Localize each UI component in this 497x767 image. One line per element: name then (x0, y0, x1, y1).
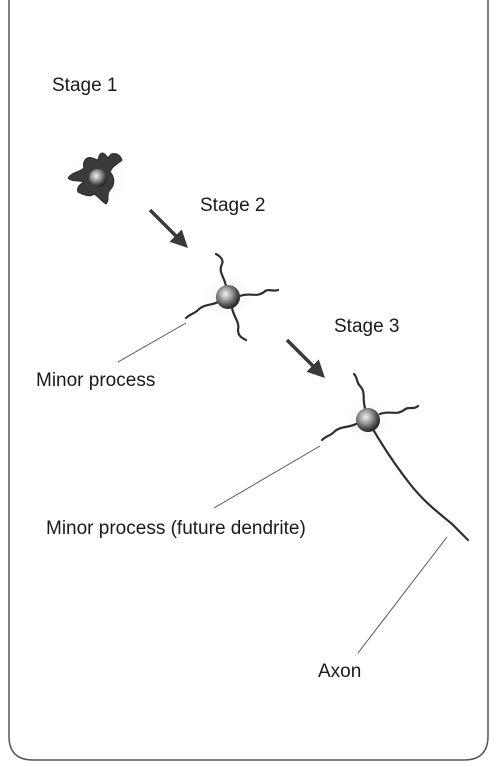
arrow-stage2-to-stage3 (285, 338, 325, 378)
future-dendrite-label: Minor process (future dendrite) (46, 518, 306, 539)
stage2-neurite-top (214, 252, 228, 288)
stage1-label: Stage 1 (52, 75, 118, 96)
stage3-axon (372, 429, 470, 542)
axon-pointer (357, 536, 448, 654)
minor-process-label: Minor process (36, 370, 156, 391)
stage3-soma (356, 408, 380, 432)
arrow-stage1-to-stage2 (148, 208, 188, 248)
stage2-neurite-right (238, 288, 280, 298)
stage2-cell (184, 252, 280, 342)
stage3-neurite-top (352, 372, 367, 410)
stage2-soma (216, 285, 240, 309)
stage1-soma (89, 169, 107, 187)
minor-process-pointer (117, 322, 187, 363)
stage2-neurite-left (184, 300, 220, 320)
axon-label: Axon (318, 661, 362, 682)
stage1-cell (64, 148, 132, 208)
stage2-label: Stage 2 (200, 195, 266, 216)
future-dendrite-pointer (213, 445, 321, 509)
stage2-neurite-bottom (230, 306, 248, 342)
stage3-label: Stage 3 (334, 316, 400, 337)
stage3-neurite-right (378, 404, 420, 416)
diagram-frame (8, 0, 489, 761)
stage3-neurite-left (320, 422, 358, 442)
stage3-cell (320, 372, 470, 542)
